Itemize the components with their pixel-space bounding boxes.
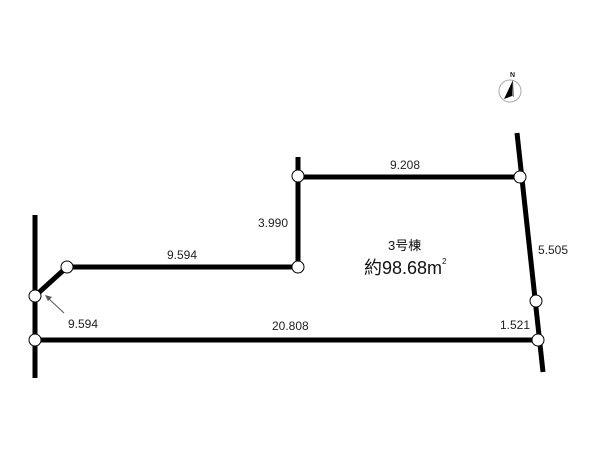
area-unit-superscript: 2 [442, 257, 447, 266]
vertex-marker [513, 170, 527, 184]
dimension-step-vertical: 3.990 [258, 216, 289, 230]
vertex-marker [291, 169, 305, 183]
leader-arrowhead-icon [45, 295, 52, 301]
dimension-right-lower: 1.521 [500, 318, 531, 332]
dimension-diagonal: 9.594 [68, 317, 99, 331]
vertex-marker [531, 333, 545, 347]
dimension-right-upper: 5.505 [538, 243, 569, 257]
lot-area-value: 約98.68m [364, 258, 443, 278]
dimension-top: 9.208 [390, 158, 421, 172]
dimension-bottom: 20.808 [272, 319, 309, 333]
diagonal-edge [33, 265, 69, 298]
north-arrow-icon [498, 79, 522, 103]
vertex-marker [529, 294, 543, 308]
vertex-marker [28, 333, 42, 347]
diagonal-leader-line [47, 297, 65, 314]
dimension-middle-left: 9.594 [167, 248, 198, 262]
lot-name: 3号棟 [388, 238, 422, 253]
vertex-marker [291, 260, 305, 274]
compass-north-label: N [510, 72, 516, 79]
lot-area: 約98.68m2 [364, 254, 447, 280]
vertex-marker [28, 289, 42, 303]
vertex-marker [60, 260, 74, 274]
